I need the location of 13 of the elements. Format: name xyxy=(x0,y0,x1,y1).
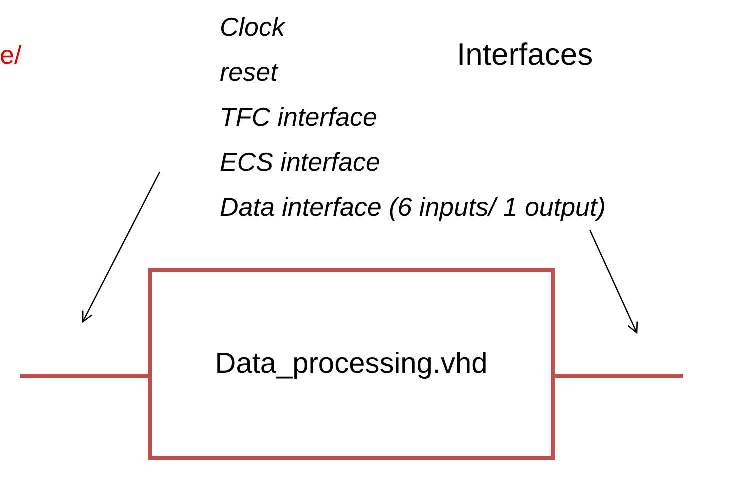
interface-item: TFC interface xyxy=(220,102,378,132)
signal-line xyxy=(20,374,148,378)
heading-text: Interfaces xyxy=(457,37,594,73)
arrow xyxy=(589,230,638,334)
interface-item: ECS interface xyxy=(220,147,380,177)
module-box xyxy=(148,268,555,460)
interface-item: Clock xyxy=(220,12,286,42)
module-name: Data_processing.vhd xyxy=(215,348,488,380)
interface-item: Data interface (6 inputs/ 1 output) xyxy=(220,192,606,222)
arrow xyxy=(82,172,161,323)
note-text: e/ xyxy=(0,40,22,71)
interface-item: reset xyxy=(220,57,278,87)
signal-line xyxy=(555,374,683,378)
